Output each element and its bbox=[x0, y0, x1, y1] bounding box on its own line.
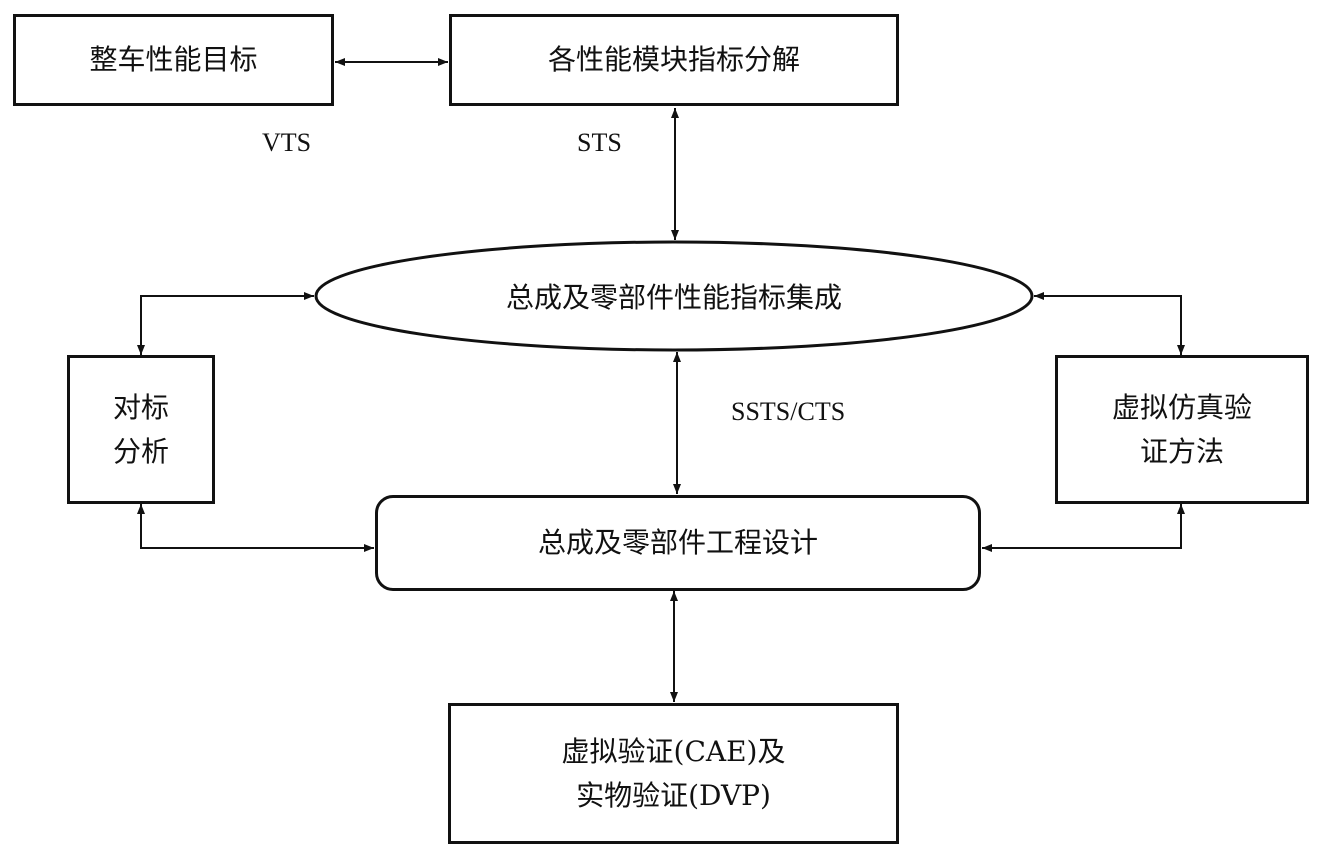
sts-label: STS bbox=[577, 128, 622, 157]
benchmark-box: 对标 分析 bbox=[67, 355, 215, 504]
arrow-simulation-to-design bbox=[982, 504, 1185, 552]
module-decomposition-label: 各性能模块指标分解 bbox=[547, 43, 800, 77]
vts-label: VTS bbox=[262, 128, 312, 157]
arrow-benchmark-to-integration bbox=[137, 292, 314, 355]
simulation-method-box: 虚拟仿真验 证方法 bbox=[1055, 355, 1309, 504]
verification-label-line2: 实物验证(DVP) bbox=[576, 778, 771, 812]
engineering-design-box: 总成及零部件工程设计 bbox=[375, 495, 981, 591]
benchmark-label-line2: 分析 bbox=[112, 434, 169, 468]
module-decomposition-box: 各性能模块指标分解 bbox=[449, 14, 899, 106]
verification-label-line1: 虚拟验证(CAE)及 bbox=[561, 735, 786, 769]
vehicle-target-label: 整车性能目标 bbox=[89, 43, 258, 77]
simulation-method-label-line2: 证方法 bbox=[1139, 434, 1224, 468]
arrow-benchmark-to-design bbox=[137, 504, 374, 552]
simulation-method-label-line1: 虚拟仿真验 bbox=[1111, 391, 1252, 425]
arrow-simulation-to-integration bbox=[1034, 292, 1185, 355]
vehicle-target-box: 整车性能目标 bbox=[13, 14, 334, 106]
integration-label: 总成及零部件性能指标集成 bbox=[505, 281, 842, 314]
integration-ellipse bbox=[314, 240, 1034, 352]
benchmark-label-line1: 对标 bbox=[112, 391, 169, 425]
engineering-design-label: 总成及零部件工程设计 bbox=[537, 526, 818, 560]
ssts-cts-label: SSTS/CTS bbox=[731, 397, 846, 426]
verification-box: 虚拟验证(CAE)及 实物验证(DVP) bbox=[448, 703, 899, 844]
